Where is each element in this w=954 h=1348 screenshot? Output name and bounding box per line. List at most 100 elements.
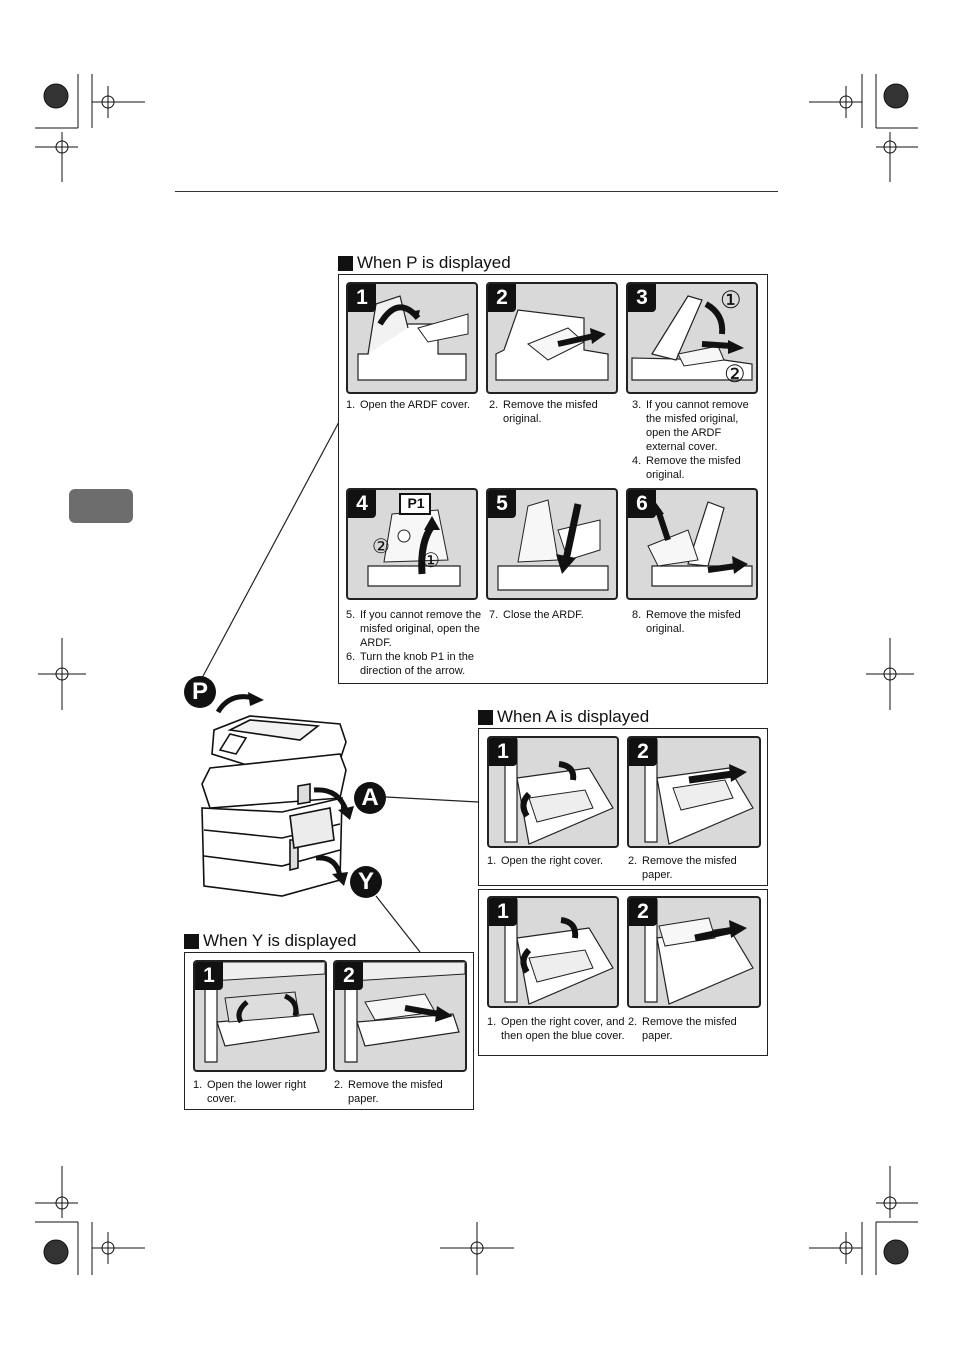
a-upper-caption-2: 2. Remove the misfed paper.: [628, 854, 760, 882]
caption-item: 2. Remove the misfed paper.: [334, 1078, 468, 1106]
caption-text: If you cannot remove the misfed original…: [360, 609, 482, 649]
step-number: 5: [488, 490, 516, 518]
y-step-2-illustration: 2: [333, 960, 467, 1072]
circled-number-2: ②: [724, 361, 746, 388]
step-number: 6: [628, 490, 656, 518]
caption-text: Remove the misfed paper.: [642, 855, 737, 881]
caption-number: 2.: [628, 1016, 638, 1028]
a-upper-step-1-illustration: 1: [487, 736, 619, 848]
caption-number: 5.: [346, 609, 356, 621]
p-step-1-illustration: 1: [346, 282, 478, 394]
section-title-y: When Y is displayed: [184, 931, 356, 951]
caption-number: 2.: [334, 1079, 344, 1091]
caption-number: 7.: [489, 609, 499, 621]
caption-text: Close the ARDF.: [503, 609, 584, 621]
step-number: 2: [488, 284, 516, 312]
caption-text: Open the ARDF cover.: [360, 399, 471, 411]
section-bullet: [338, 255, 353, 271]
step-number: 2: [335, 962, 363, 990]
p-caption-3: 3. If you cannot remove the misfed origin…: [632, 398, 760, 482]
p-step-2-illustration: 2: [486, 282, 618, 394]
caption-number: 1.: [346, 399, 356, 411]
caption-number: 3.: [632, 399, 642, 411]
step-number: 1: [348, 284, 376, 312]
caption-item: 3. If you cannot remove the misfed origin…: [632, 398, 760, 454]
step-number: 2: [629, 738, 657, 766]
callout-a: A: [354, 782, 386, 814]
caption-number: 1.: [487, 1016, 497, 1028]
p-caption-5: 7. Close the ARDF.: [489, 608, 615, 622]
circled-number-1: ①: [720, 287, 742, 314]
copier-machine-illustration: [201, 692, 354, 897]
caption-number: 6.: [346, 651, 356, 663]
step-number: 1: [195, 962, 223, 990]
caption-text: Remove the misfed paper.: [642, 1016, 737, 1042]
caption-text: Remove the misfed paper.: [348, 1079, 443, 1105]
caption-number: 4.: [632, 455, 642, 467]
caption-item: 5. If you cannot remove the misfed origin…: [346, 608, 486, 650]
a-lower-step-2-illustration: 2: [627, 896, 761, 1008]
step-number: 1: [489, 898, 517, 926]
caption-item: 8. Remove the misfed original.: [632, 608, 760, 636]
p-caption-1: 1. Open the ARDF cover.: [346, 398, 482, 412]
section-bullet: [184, 933, 199, 949]
caption-text: Remove the misfed original.: [646, 455, 741, 481]
caption-text: Open the right cover.: [501, 855, 604, 867]
a-upper-step-2-illustration: 2: [627, 736, 761, 848]
step-number: 1: [489, 738, 517, 766]
caption-text: Open the lower right cover.: [207, 1079, 307, 1105]
a-lower-caption-1: 1. Open the right cover, and then open th…: [487, 1015, 625, 1043]
caption-number: 1.: [193, 1079, 203, 1091]
step-number: 4: [348, 490, 376, 518]
caption-item: 1. Open the right cover, and then open th…: [487, 1015, 625, 1043]
caption-item: 1. Open the right cover.: [487, 854, 619, 868]
section-title-p: When P is displayed: [338, 253, 511, 273]
p-caption-4: 5. If you cannot remove the misfed origin…: [346, 608, 486, 678]
section-title-text: When P is displayed: [357, 253, 511, 272]
a-upper-caption-1: 1. Open the right cover.: [487, 854, 619, 868]
caption-number: 1.: [487, 855, 497, 867]
p-step-5-illustration: 5: [486, 488, 618, 600]
caption-text: If you cannot remove the misfed original…: [646, 399, 749, 453]
caption-text: Remove the misfed original.: [646, 609, 741, 635]
step-number: 2: [629, 898, 657, 926]
p-step-3-illustration: ① ② 3: [626, 282, 758, 394]
caption-item: 1. Open the ARDF cover.: [346, 398, 482, 412]
caption-number: 2.: [628, 855, 638, 867]
caption-number: 2.: [489, 399, 499, 411]
p-caption-6: 8. Remove the misfed original.: [632, 608, 760, 636]
remove-original-ardf-illustration: [647, 500, 753, 587]
ardf-open-illustration: [357, 295, 469, 381]
header-rule: [175, 191, 778, 192]
section-title-text: When A is displayed: [497, 707, 650, 726]
a-lower-caption-2: 2. Remove the misfed paper.: [628, 1015, 760, 1043]
caption-item: 2. Remove the misfed paper.: [628, 854, 760, 882]
remove-paper-illustration: [335, 962, 465, 1063]
remove-original-illustration: [495, 309, 609, 381]
caption-text: Open the right cover, and then open the …: [501, 1016, 625, 1042]
caption-text: Turn the knob P1 in the direction of the…: [360, 651, 474, 677]
a-lower-step-1-illustration: 1: [487, 896, 619, 1008]
caption-item: 2. Remove the misfed original.: [489, 398, 615, 426]
section-bullet: [478, 709, 493, 725]
caption-item: 4. Remove the misfed original.: [632, 454, 760, 482]
caption-number: 8.: [632, 609, 642, 621]
caption-text: Remove the misfed original.: [503, 399, 598, 425]
close-ardf-illustration: [497, 499, 609, 591]
circled-number-2: ②: [372, 536, 390, 558]
caption-item: 6. Turn the knob P1 in the direction of t…: [346, 650, 486, 678]
lower-right-cover-illustration: [195, 962, 325, 1063]
chapter-tab-marker: [69, 489, 133, 523]
y-caption-2: 2. Remove the misfed paper.: [334, 1078, 468, 1106]
callout-y: Y: [350, 866, 382, 898]
caption-item: 2. Remove the misfed paper.: [628, 1015, 760, 1043]
external-cover-illustration: [631, 295, 753, 381]
knob-p1-label: P1: [407, 495, 425, 511]
caption-item: 7. Close the ARDF.: [489, 608, 615, 622]
section-title-text: When Y is displayed: [203, 931, 357, 950]
step-number: 3: [628, 284, 656, 312]
remove-paper-illustration: [644, 899, 754, 1005]
knob-p1-illustration: [367, 493, 461, 587]
